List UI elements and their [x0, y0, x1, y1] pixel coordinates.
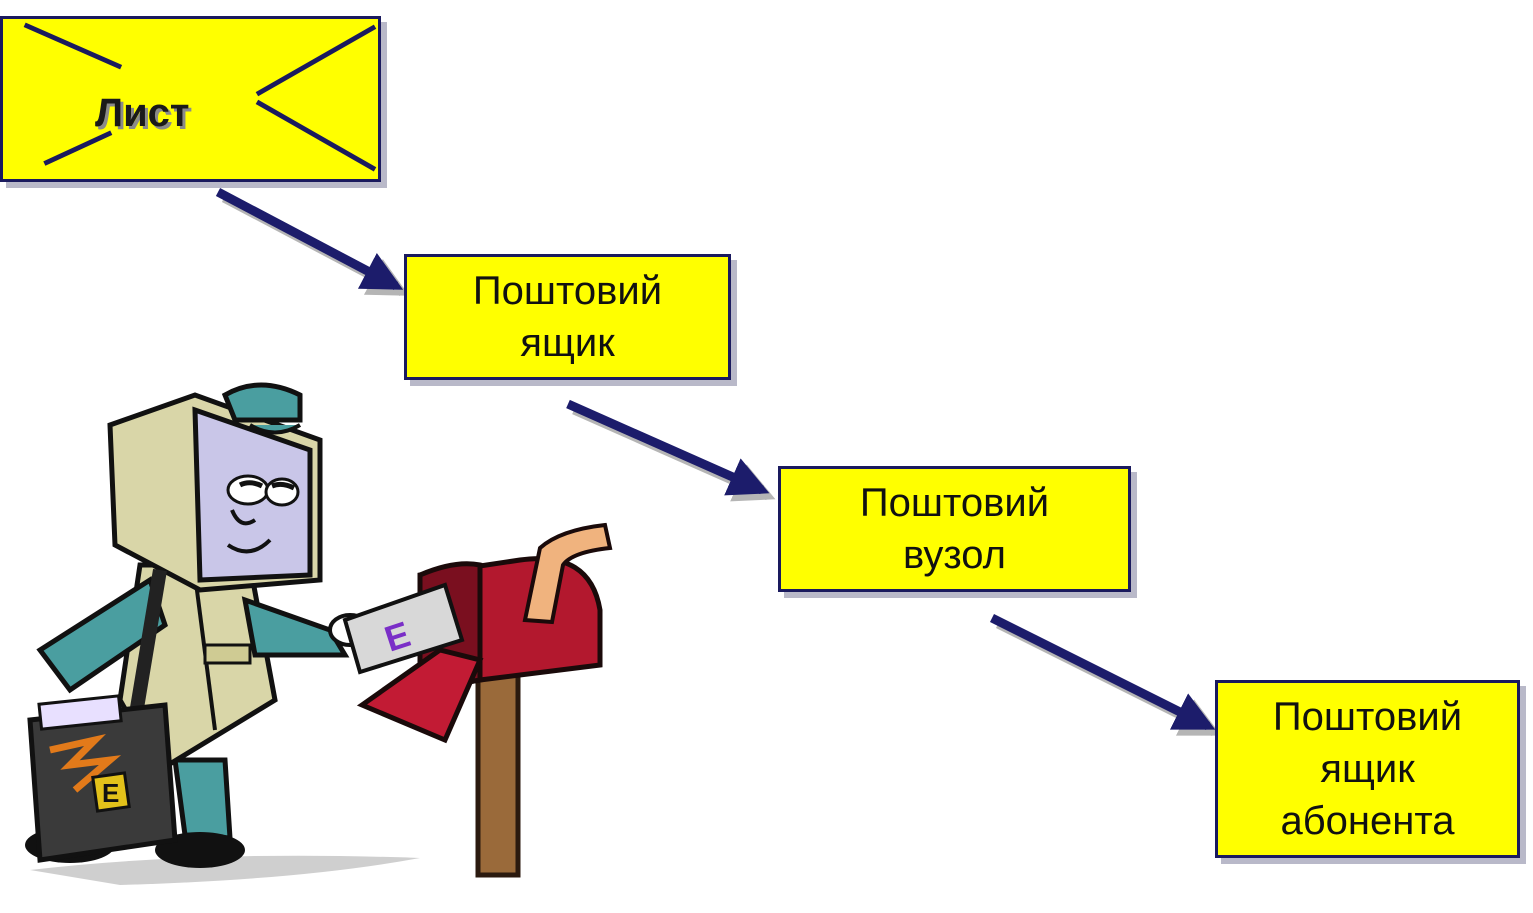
subscriber-mailbox-label-line-1: Поштовий — [1272, 695, 1463, 739]
mailbox-label-line-2: ящик — [520, 321, 615, 365]
arrow-node-to-subscriber — [989, 613, 1222, 737]
letter-label: Лист — [95, 91, 190, 135]
mailbox-box: Поштовий ящик — [404, 254, 731, 380]
mail-carrier-figure: E E — [25, 382, 465, 868]
arrow-mailbox-to-node — [566, 399, 776, 502]
mail-node-box: Поштовий вузол — [778, 466, 1131, 592]
subscriber-mailbox-label-line-2: ящик — [1320, 747, 1415, 791]
bag-mark: E — [102, 778, 119, 808]
envelope-icon — [23, 22, 377, 172]
mail-node-label-line-1: Поштовий — [859, 481, 1050, 525]
mailbox-icon — [356, 522, 613, 878]
mail-node-label-line-2: вузол — [903, 533, 1006, 577]
subscriber-mailbox-label-line-3: абонента — [1280, 799, 1455, 843]
mailbox-label-line-1: Поштовий — [472, 269, 663, 313]
subscriber-mailbox-box: Поштовий ящик абонента — [1215, 680, 1520, 858]
ground-shadow — [30, 855, 420, 885]
arrow-letter-to-mailbox — [215, 188, 410, 296]
letter-box: Лист — [0, 16, 381, 182]
